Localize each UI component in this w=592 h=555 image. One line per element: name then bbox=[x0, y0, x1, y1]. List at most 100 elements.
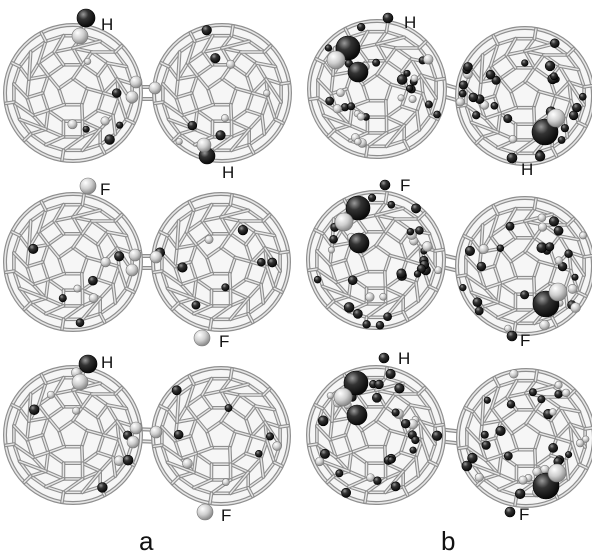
cage-bond-highlight bbox=[195, 273, 213, 281]
column-label-b: b bbox=[441, 526, 455, 555]
cage-bond-highlight bbox=[400, 434, 408, 454]
carbon-atom bbox=[458, 89, 467, 98]
cage-bond-highlight bbox=[13, 270, 21, 290]
cage-bond-highlight bbox=[273, 287, 283, 293]
carbon-atom bbox=[237, 225, 249, 236]
carbon-atom bbox=[324, 44, 333, 52]
cage-bond-highlight bbox=[376, 73, 392, 86]
cage-bond-highlight bbox=[384, 231, 402, 244]
carbon-atom bbox=[424, 100, 433, 109]
cage-bond-highlight bbox=[245, 417, 253, 437]
orbital-lobe bbox=[326, 50, 346, 70]
cage-bond-highlight bbox=[348, 478, 368, 488]
cage-bond-highlight bbox=[434, 249, 444, 252]
carbon-atom bbox=[267, 257, 278, 268]
cage-bond-highlight bbox=[114, 214, 123, 222]
carbon-atom bbox=[343, 302, 355, 313]
carbon-atom bbox=[122, 454, 134, 466]
cage-bond-highlight bbox=[45, 305, 65, 315]
carbon-atom bbox=[375, 320, 385, 330]
cage-bond-highlight bbox=[524, 80, 540, 93]
cage-bond-highlight bbox=[401, 88, 409, 108]
cage-bond-highlight bbox=[466, 410, 474, 430]
orbital-lobe bbox=[148, 81, 162, 95]
cage-bond-highlight bbox=[254, 231, 275, 237]
cage-bond-highlight bbox=[193, 471, 213, 481]
cage-bond-highlight bbox=[429, 61, 437, 81]
cage-bond-highlight bbox=[385, 100, 388, 118]
cage-bond-highlight bbox=[489, 65, 501, 80]
cage-bond-highlight bbox=[72, 389, 84, 408]
cage-bond-highlight bbox=[26, 420, 30, 441]
cage-bond-highlight bbox=[72, 419, 88, 432]
cage-bond-highlight bbox=[160, 62, 170, 68]
cage-bond-highlight bbox=[511, 432, 518, 451]
cage-bond-highlight bbox=[62, 478, 84, 493]
cage-bond-highlight bbox=[418, 114, 431, 131]
carbon-atom bbox=[520, 290, 530, 300]
cage-bond-highlight bbox=[479, 437, 497, 444]
fullerene-cage bbox=[3, 192, 143, 332]
orbital-lobe bbox=[125, 263, 139, 277]
carbon-atom bbox=[561, 388, 571, 398]
carbon-atom bbox=[400, 418, 411, 429]
cage-bond-highlight bbox=[40, 201, 47, 211]
orbital-lobe bbox=[79, 177, 97, 195]
cage-bond-highlight bbox=[178, 476, 195, 489]
carbon-atom bbox=[347, 275, 358, 286]
cage-bond-highlight bbox=[375, 419, 391, 432]
cage-bond-highlight bbox=[500, 454, 518, 467]
cage-bond-highlight bbox=[188, 375, 195, 385]
cage-bond-highlight bbox=[41, 261, 49, 281]
cage-bond-highlight bbox=[482, 213, 499, 226]
carbon-atom bbox=[406, 228, 415, 236]
carbon-atom bbox=[564, 249, 573, 258]
cage-bond-highlight bbox=[47, 74, 60, 90]
cage-bond-highlight bbox=[58, 429, 65, 448]
cage-bond-highlight bbox=[539, 432, 558, 439]
cage-bond-highlight bbox=[81, 233, 99, 246]
cage-bond-highlight bbox=[125, 234, 133, 254]
cage-bond-highlight bbox=[99, 144, 106, 154]
cage-bond-highlight bbox=[53, 35, 65, 53]
cage-bond-highlight bbox=[389, 429, 408, 436]
carbon-atom bbox=[97, 482, 108, 493]
cage-bond-highlight bbox=[417, 285, 430, 302]
cage-bond-highlight bbox=[251, 92, 269, 99]
cage-bond-highlight bbox=[348, 486, 368, 493]
carbon-atom bbox=[554, 380, 563, 390]
cage-bond-highlight bbox=[385, 124, 405, 147]
cage-bond-highlight bbox=[176, 394, 180, 423]
cage-bond-highlight bbox=[262, 388, 271, 396]
carbon-atom bbox=[46, 390, 55, 399]
b3-bottom-atom-label: F bbox=[519, 505, 529, 524]
cage-bond-highlight bbox=[405, 259, 423, 266]
carbon-atom bbox=[433, 110, 441, 119]
cage-bond-highlight bbox=[273, 270, 281, 290]
orbital-lobe bbox=[76, 8, 96, 28]
cage-bond-highlight bbox=[229, 407, 247, 420]
carbon-atom bbox=[387, 200, 396, 209]
cage-bond-highlight bbox=[365, 303, 387, 318]
cage-bond-highlight bbox=[245, 405, 257, 420]
cage-bond-highlight bbox=[262, 220, 275, 237]
cage-bond-highlight bbox=[153, 444, 163, 447]
cage-bond-highlight bbox=[334, 129, 351, 142]
cage-bond-highlight bbox=[193, 487, 213, 494]
cage-bond-highlight bbox=[403, 140, 410, 150]
cage-bond-highlight bbox=[159, 405, 169, 411]
cage-bond-highlight bbox=[245, 231, 257, 246]
cage-bond-highlight bbox=[30, 475, 47, 488]
carbon-atom bbox=[104, 134, 115, 145]
cage-bond-highlight bbox=[41, 74, 49, 94]
cage-bond-highlight bbox=[220, 216, 232, 235]
cage-bond-highlight bbox=[114, 387, 123, 395]
cage-bond-highlight bbox=[72, 246, 88, 259]
cage-bond-highlight bbox=[189, 261, 197, 281]
cage-bond-highlight bbox=[263, 51, 276, 68]
cage-bond-highlight bbox=[154, 101, 164, 104]
cage-bond-highlight bbox=[558, 65, 579, 71]
cage-bond-highlight bbox=[497, 301, 517, 311]
carbon-atom bbox=[491, 75, 501, 85]
